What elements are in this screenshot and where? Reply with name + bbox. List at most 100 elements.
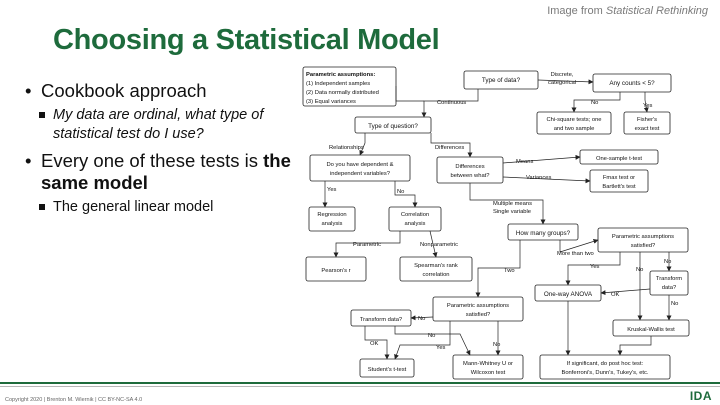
box-differences-between — [436, 156, 504, 184]
footer-copyright: Copyright 2020 | Brenton M. Wiernik | CC… — [5, 397, 143, 403]
label-categorical: categorical — [548, 80, 576, 86]
label-mann-whitney-2: Wilcoxon test — [471, 370, 506, 376]
box-mann-whitney — [452, 354, 524, 380]
label-param-upper-2: satisfied? — [631, 243, 656, 249]
label-nonparametric: Nonparametric — [420, 242, 458, 248]
edge-assumptions-link — [395, 86, 424, 102]
bullet-cookbook: Cookbook approach — [25, 80, 293, 102]
edge-counts-to-chi — [571, 92, 621, 113]
edge-diff-to-variances — [502, 176, 591, 184]
label-transform-upper-1: Transform — [656, 276, 682, 282]
label-type-of-data: Type of data? — [482, 77, 521, 84]
label-diff-between-2: between what? — [451, 173, 491, 179]
edge-corr-to-pearson — [333, 231, 401, 258]
label-one-way-anova: One-way ANOVA — [544, 291, 593, 298]
label-how-many-groups: How many groups? — [516, 230, 571, 237]
label-fmax-2: Bartlett's test — [602, 184, 636, 190]
bullet-same-model-text: Every one of these tests is — [41, 150, 264, 171]
box-type-of-question — [354, 116, 432, 134]
label-kruskal: Kruskal-Wallis test — [627, 327, 675, 333]
label-no-counts: No — [591, 100, 598, 106]
label-mann-whitney-1: Mann-Whitney U or — [463, 361, 513, 367]
label-regression-1: Regression — [317, 212, 346, 218]
label-two: Two — [504, 268, 515, 274]
label-ok-upper: OK — [611, 292, 620, 298]
label-post-hoc-2: Bonferroni's, Dunn's, Tukey's, etc. — [561, 370, 648, 376]
label-no-transform-upper: No — [664, 259, 671, 265]
label-pearson: Pearson's r — [321, 268, 350, 274]
label-fisher-1: Fisher's — [637, 117, 657, 123]
label-yes-counts: Yes — [643, 103, 653, 109]
label-more-than-two: More than two — [557, 251, 594, 257]
label-single-variable: Single variable — [493, 209, 531, 215]
edge-data-to-question — [421, 89, 479, 118]
label-dep-indep-1: Do you have dependent & — [326, 162, 393, 168]
edge-groups-to-param-upper — [559, 238, 599, 253]
box-dep-indep — [309, 154, 411, 182]
label-correlation-1: Correlation — [401, 212, 429, 218]
edge-param-to-anova — [565, 252, 621, 286]
label-param-lower-2: satisfied? — [466, 312, 491, 318]
label-students-t: Student's t-test — [368, 367, 407, 373]
edge-diff-to-means — [502, 154, 581, 164]
sub-bullet-glm: The general linear model — [25, 198, 293, 217]
label-relationships: Relationships — [329, 145, 364, 151]
label-transform-lower: Transform data? — [360, 317, 403, 323]
label-correlation-2: analysis — [405, 221, 426, 227]
bullet-list: Cookbook approach My data are ordinal, w… — [25, 80, 293, 223]
box-transform-upper — [649, 270, 689, 296]
label-no-mann: No — [428, 333, 435, 339]
label-chi-square-2: and two sample — [554, 126, 595, 132]
edge-transform-to-mann — [394, 326, 471, 356]
label-no-correlation: No — [397, 189, 404, 195]
label-fisher-2: exact test — [635, 126, 660, 132]
assumption-3: (3) Equal variances — [306, 99, 356, 105]
box-post-hoc — [539, 354, 671, 380]
label-yes-regression: Yes — [327, 187, 337, 193]
slide-title: Choosing a Statistical Model — [53, 24, 440, 56]
label-fmax-1: Fmax test or — [603, 175, 635, 181]
footer-rule-gray — [0, 386, 720, 387]
box-regression — [308, 206, 356, 232]
edge-transform-to-anova — [600, 288, 651, 296]
label-one-sample-t: One-sample t-test — [596, 156, 642, 162]
edge-diff-to-groups — [469, 183, 546, 225]
sub-bullet-ordinal: My data are ordinal, what type of statis… — [25, 106, 293, 144]
label-multiple-means: Multiple means — [493, 201, 532, 207]
label-type-of-question: Type of question? — [368, 123, 418, 130]
bullet-same-model: Every one of these tests is the same mod… — [25, 150, 293, 194]
label-continuous: Continuous — [437, 100, 466, 106]
footer-rule-green — [0, 382, 720, 384]
label-spearman-1: Spearman's rank — [414, 263, 458, 269]
edge-transform-to-students — [364, 326, 390, 360]
credit-source: Statistical Rethinking — [605, 5, 708, 17]
label-means: Means — [516, 159, 534, 165]
label-discrete: Discrete, — [551, 72, 574, 78]
label-no-transform-kruskal: No — [671, 301, 678, 307]
edge-param-to-students — [394, 321, 451, 360]
edge-groups-to-param-lower — [475, 240, 521, 298]
label-dep-indep-2: independent variables? — [330, 171, 391, 177]
edge-param-to-transform-lower — [410, 315, 434, 321]
label-differences: Differences — [435, 145, 464, 151]
box-correlation — [388, 206, 442, 232]
edge-question-to-differences — [430, 133, 473, 158]
label-post-hoc-1: If significant, do post hoc test: — [567, 361, 644, 367]
label-chi-square-1: Chi-square tests; one — [546, 117, 601, 123]
label-param-upper-1: Parametric assumptions — [612, 234, 674, 240]
label-param-lower-1: Parametric assumptions — [447, 303, 509, 309]
label-any-counts: Any counts < 5? — [609, 80, 655, 87]
label-transform-upper-2: data? — [662, 285, 677, 291]
label-regression-2: analysis — [322, 221, 343, 227]
label-yes-anova: Yes — [590, 264, 600, 270]
label-variances: Variances — [526, 175, 551, 181]
label-yes-students: Yes — [436, 345, 446, 351]
edge-counts-to-fisher — [643, 92, 649, 113]
label-no-transform-lower: No — [418, 316, 425, 322]
label-parametric: Parametric — [353, 242, 381, 248]
ida-logo: IDA — [689, 389, 712, 403]
label-no-mann-whitney: No — [493, 342, 500, 348]
label-diff-between-1: Differences — [455, 164, 484, 170]
bullet-same-model-bold: the same model — [41, 150, 291, 193]
